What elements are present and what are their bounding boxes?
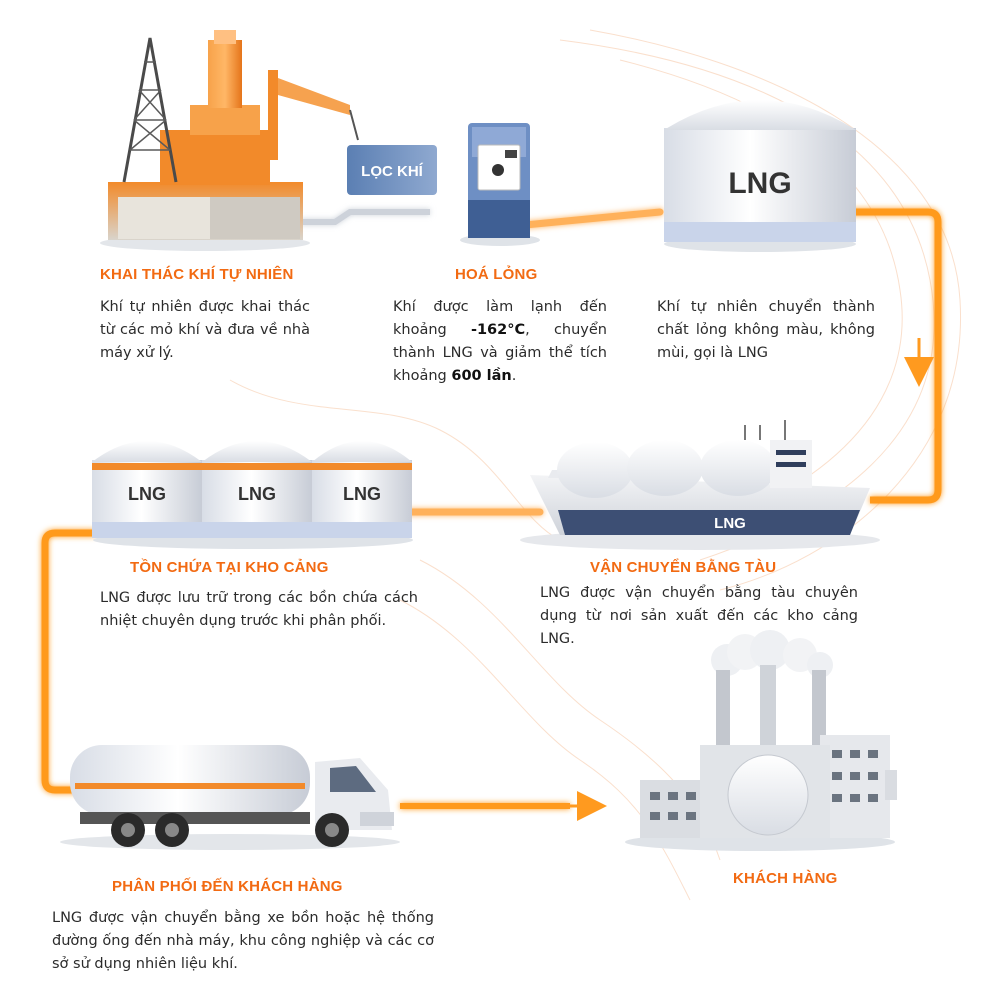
gas-platform-illustration xyxy=(100,30,359,251)
liquefaction-volume-ratio: 600 lần xyxy=(451,368,512,384)
lng-tank-label: LNG xyxy=(728,167,791,200)
port-tank-1 xyxy=(92,441,202,538)
liquefaction-temperature: -162°C xyxy=(470,322,526,338)
step-extraction-title: KHAI THÁC KHÍ TỰ NHIÊN xyxy=(100,266,294,283)
step-lng-description: Khí tự nhiên chuyển thành chất lỏng khôn… xyxy=(657,299,875,361)
liquefaction-text-3: . xyxy=(511,368,517,384)
liquefaction-text-1: Khí được làm lạnh đến khoảng xyxy=(393,299,607,338)
step-liquefaction-description: Khí được làm lạnh đến khoảng -162°C, chu… xyxy=(393,296,607,388)
port-storage-tanks-illustration xyxy=(92,441,413,549)
port-tank-3 xyxy=(312,441,412,538)
step-distribution-description: LNG được vận chuyển bằng xe bồn hoặc hệ … xyxy=(52,910,434,972)
lng-carrier-ship-illustration xyxy=(520,420,880,550)
step-shipping-description: LNG được vận chuyển bằng tàu chuyên dụng… xyxy=(540,585,858,647)
flow-lines xyxy=(41,208,942,809)
port-tank-3-label: LNG xyxy=(343,484,381,504)
port-tank-1-label: LNG xyxy=(128,484,166,504)
port-tank-2 xyxy=(202,441,312,538)
lng-storage-tank-illustration xyxy=(664,100,856,252)
liquefaction-unit-illustration xyxy=(460,123,540,246)
step-storage-description: LNG được lưu trữ trong các bồn chứa cách… xyxy=(100,590,418,629)
gas-filter-box xyxy=(347,145,437,195)
step-customer-title: KHÁCH HÀNG xyxy=(733,870,838,887)
ship-hull-label: LNG xyxy=(714,515,746,532)
tanker-truck-illustration xyxy=(60,745,400,850)
gas-filter-label: LỌC KHÍ xyxy=(361,163,423,180)
step-storage-title: TỒN CHỨA TẠI KHO CẢNG xyxy=(130,559,329,576)
factory-illustration xyxy=(625,630,897,851)
step-distribution-title: PHÂN PHỐI ĐẾN KHÁCH HÀNG xyxy=(112,878,343,895)
step-shipping-title: VẬN CHUYỂN BẰNG TÀU xyxy=(590,559,777,576)
port-tank-2-label: LNG xyxy=(238,484,276,504)
step-extraction-description: Khí tự nhiên được khai thác từ các mỏ kh… xyxy=(100,299,310,361)
step-liquefaction-title: HOÁ LỎNG xyxy=(455,266,538,283)
liquefaction-text-2: , chuyển thành LNG và giảm thể tích khoả… xyxy=(393,322,607,384)
